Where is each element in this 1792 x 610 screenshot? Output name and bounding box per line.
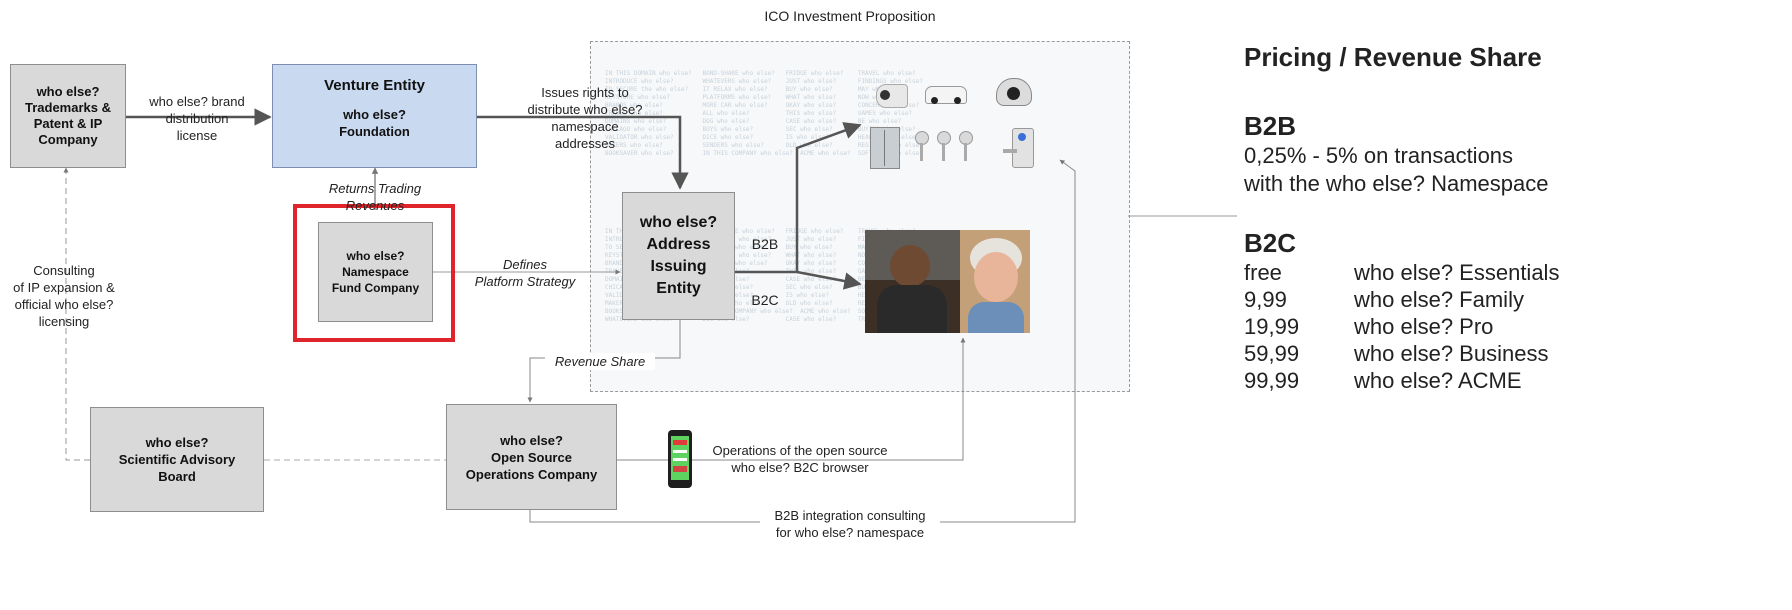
- arrow-b2b-integration: [529, 159, 1076, 523]
- highlight-frame: [293, 204, 455, 342]
- b2c-heading: B2C: [1244, 228, 1297, 258]
- elderly-woman-photo: [960, 230, 1030, 333]
- dome-camera-icon: [996, 78, 1032, 106]
- car-icon: [925, 86, 967, 104]
- namespace-fund-box: who else? Namespace Fund Company: [318, 222, 433, 322]
- arrow-consulting: [63, 167, 90, 461]
- opensource-ops-box: who else? Open Source Operations Company: [446, 404, 617, 510]
- arrow-b2b: [735, 122, 862, 274]
- arrow-issues-rights: [477, 115, 689, 190]
- arrow-operations: [617, 337, 966, 461]
- code-texture-top: IN THIS DOMAIN who else? BOND-SHARE who …: [605, 70, 923, 157]
- label-revenue-share: Revenue Share: [545, 353, 655, 370]
- label-b2c: B2C: [751, 292, 779, 308]
- advisory-board-box: who else? Scientific Advisory Board: [90, 407, 264, 512]
- venture-entity-box: Venture Entity who else? Foundation: [272, 64, 477, 168]
- fridge-icon: [870, 127, 900, 169]
- b2b-text-line-1: 0,25% - 5% on transactions: [1244, 143, 1514, 168]
- b2b-heading: B2B: [1244, 111, 1297, 141]
- key-icon: [915, 131, 985, 163]
- ico-title: ICO Investment Proposition: [764, 8, 936, 24]
- label-b2b: B2B: [751, 236, 779, 252]
- smartphone-icon: [668, 430, 692, 488]
- b2b-text-line-2: with the who else? Namespace: [1244, 171, 1549, 196]
- smart-lock-icon: [1003, 128, 1034, 168]
- trademarks-box: who else? Trademarks & Patent & IP Compa…: [10, 64, 126, 168]
- venture-entity-title: Venture Entity: [324, 77, 425, 94]
- pricing-panel: Pricing / Revenue Share B2B 0,25% - 5% o…: [1244, 42, 1784, 394]
- pricing-title: Pricing / Revenue Share: [1244, 42, 1542, 72]
- arrow-b2c: [796, 270, 862, 290]
- camera-icon: [876, 84, 908, 108]
- address-issuing-box: who else? Address Issuing Entity: [622, 192, 735, 320]
- child-photo: [865, 230, 960, 333]
